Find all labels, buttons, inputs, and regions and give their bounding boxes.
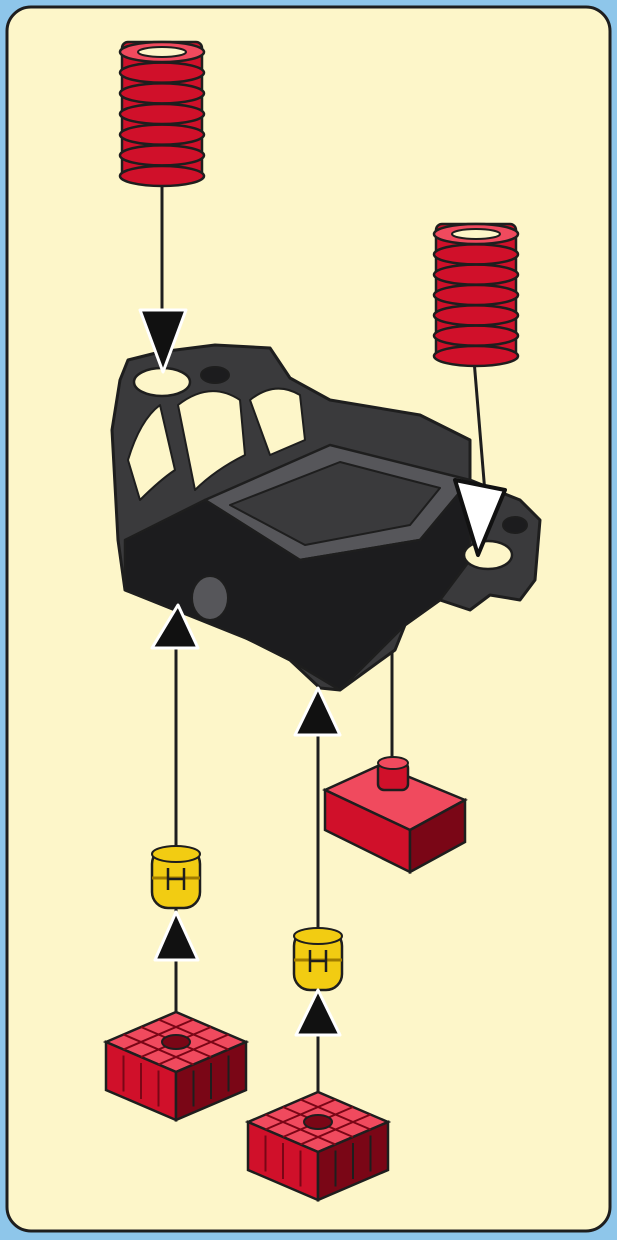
spring-top-right (434, 224, 518, 366)
spring-top-right-coil (434, 326, 518, 346)
spring-top-left (120, 42, 204, 186)
base-hole-left-rim (201, 367, 229, 383)
base-round-boss (192, 576, 228, 620)
connector-center-top (294, 928, 342, 944)
spring-top-left-coil (120, 83, 204, 103)
connector-left-top (152, 846, 200, 862)
connector-center (294, 928, 342, 990)
connector-left (152, 846, 200, 908)
spring-top-right-coil (434, 346, 518, 366)
square-left-hole (162, 1035, 190, 1049)
base-hole-right-rim (503, 517, 527, 533)
spring-top-left-coil (120, 63, 204, 83)
spring-top-left-opening (138, 47, 186, 57)
base-hole-right (464, 541, 512, 569)
spring-top-left-coil (120, 166, 204, 186)
spring-top-left-coil (120, 104, 204, 124)
spring-top-right-coil (434, 305, 518, 325)
spring-top-left-coil (120, 145, 204, 165)
spring-top-right-coil (434, 244, 518, 264)
spring-top-right-coil (434, 285, 518, 305)
spring-top-left-coil (120, 125, 204, 145)
spring-top-right-coil (434, 265, 518, 285)
spring-top-right-opening (452, 229, 500, 239)
block-right-stud-top (378, 757, 408, 769)
square-center-hole (304, 1115, 332, 1129)
